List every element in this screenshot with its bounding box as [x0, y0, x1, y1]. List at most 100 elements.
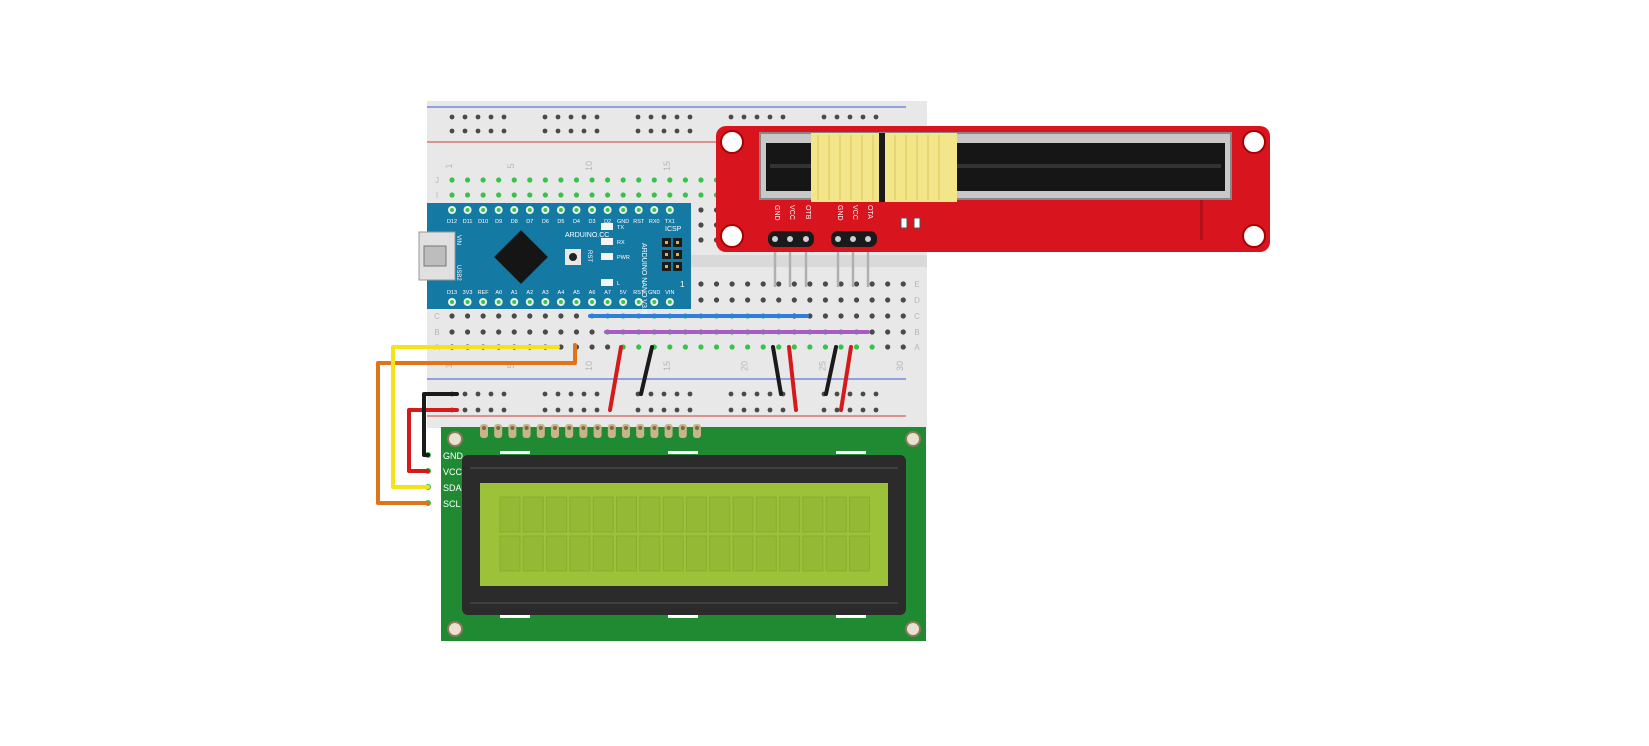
- nano-pin-label-top: D2: [604, 219, 611, 225]
- nano-pin-bottom-hole: [667, 300, 672, 304]
- nano-pin-top-hole: [527, 208, 532, 212]
- power-rail-hole: [542, 128, 548, 134]
- nano-pin-label-bottom: REF: [478, 290, 490, 296]
- breadboard-hole: [527, 192, 533, 198]
- power-rail-hole: [594, 114, 600, 120]
- icsp-header: [662, 238, 682, 271]
- nano-pin-label-top: D10: [478, 219, 488, 225]
- column-number-bottom: 30: [895, 361, 905, 371]
- breadboard-hole: [449, 177, 455, 183]
- lcd-header-pin: [551, 424, 559, 438]
- breadboard-hole: [713, 344, 720, 350]
- lcd-character-cell: [662, 496, 684, 533]
- power-rail-hole: [542, 391, 548, 397]
- breadboard-hole: [900, 313, 906, 319]
- breadboard-hole: [682, 344, 689, 350]
- icsp-pin: [665, 265, 668, 268]
- breadboard-hole: [636, 192, 642, 198]
- column-number-top: 15: [662, 161, 672, 171]
- nano-pin-label-bottom: VIN: [665, 290, 674, 296]
- nano-pcb: [427, 203, 691, 309]
- slider-header-pin: [772, 236, 778, 242]
- nano-pin-label-top: D9: [495, 219, 502, 225]
- lcd-header-pin: [693, 424, 701, 438]
- lcd-pin-label-sda: SDA: [443, 483, 462, 493]
- power-rail-hole: [741, 114, 747, 120]
- power-rail-hole: [635, 128, 641, 134]
- lcd-mount-hole-br: [905, 621, 921, 637]
- lcd-header-pin: [607, 424, 616, 438]
- breadboard-hole: [527, 313, 533, 319]
- nano-pin-label-top: D4: [573, 219, 580, 225]
- wire-sda-yellow: [391, 345, 560, 489]
- nano-pin-bottom-hole: [590, 300, 595, 304]
- lcd-character-cell: [779, 496, 801, 533]
- nano-pin-bottom-hole: [605, 300, 610, 304]
- lcd-header-pin: [494, 424, 503, 438]
- nano-led: [601, 238, 613, 245]
- power-rail-hole: [594, 407, 600, 413]
- nano-pin-top-hole: [621, 208, 626, 212]
- breadboard-hole: [573, 192, 580, 198]
- lcd-character-cell: [849, 535, 870, 572]
- slider-header-pin: [835, 236, 841, 242]
- lcd-header-pin: [522, 424, 531, 438]
- nano-pin-top-hole: [496, 208, 501, 212]
- nano-pin-top-hole: [558, 208, 563, 212]
- power-rail-hole: [555, 128, 561, 134]
- power-rail-hole: [462, 128, 468, 134]
- power-rail-hole: [834, 114, 840, 120]
- nano-side-label-usb: USB2: [455, 265, 461, 281]
- power-rail-hole: [661, 407, 667, 413]
- breadboard-hole: [713, 297, 720, 303]
- breadboard-hole: [527, 177, 533, 183]
- lcd-header-pin: [593, 424, 602, 438]
- breadboard-hole: [760, 281, 766, 287]
- slider-header-pin: [865, 236, 871, 242]
- lcd-header-pin: [565, 424, 574, 438]
- nano-pin-bottom-hole: [543, 300, 548, 304]
- breadboard-hole: [900, 344, 906, 350]
- breadboard-hole: [885, 329, 891, 335]
- breadboard-hole: [791, 297, 797, 303]
- breadboard-hole: [667, 192, 673, 198]
- power-rail-hole: [847, 407, 853, 413]
- breadboard-hole: [667, 344, 673, 350]
- breadboard-hole: [869, 329, 875, 335]
- reset-button-label: RST: [586, 250, 592, 262]
- column-number-top: 5: [506, 163, 516, 168]
- breadboard-hole: [558, 177, 564, 183]
- breadboard-hole: [745, 297, 751, 303]
- breadboard-hole: [698, 222, 704, 228]
- breadboard-hole: [776, 344, 782, 350]
- power-rail-hole: [488, 128, 494, 134]
- nano-pin-top-hole: [450, 208, 454, 212]
- nano-led-label: RX: [617, 240, 625, 246]
- icsp-pin: [676, 265, 679, 268]
- power-rail-hole: [462, 407, 468, 413]
- nano-pin-top-hole: [481, 208, 486, 212]
- power-rail-hole: [488, 114, 494, 120]
- reset-button-cap: [569, 253, 577, 261]
- power-rail-hole: [754, 391, 760, 397]
- power-rail-hole: [581, 114, 587, 120]
- lcd-header-pin-hole: [524, 426, 529, 430]
- nano-side-label-vin: VIN: [455, 235, 461, 245]
- lcd-character-cell: [685, 496, 707, 533]
- slider-rail-line: [1200, 200, 1203, 240]
- row-letter-right: C: [914, 312, 920, 321]
- nano-pin-label-bottom: A5: [573, 290, 580, 296]
- nano-pin-label-top: RX0: [649, 219, 660, 225]
- breadboard-hole: [589, 329, 595, 335]
- column-number-bottom: 15: [662, 361, 672, 371]
- lcd-character-cell: [616, 535, 637, 572]
- power-rail-hole: [594, 391, 600, 397]
- lcd-pin-label-scl: SCL: [443, 499, 461, 509]
- usb-connector-port: [423, 245, 447, 267]
- nano-pin-label-bottom: A7: [604, 290, 611, 296]
- power-rail-hole: [475, 128, 481, 134]
- nano-pin-label-bottom: RST: [633, 290, 645, 296]
- breadboard-hole: [542, 177, 548, 183]
- breadboard-hole: [869, 281, 875, 287]
